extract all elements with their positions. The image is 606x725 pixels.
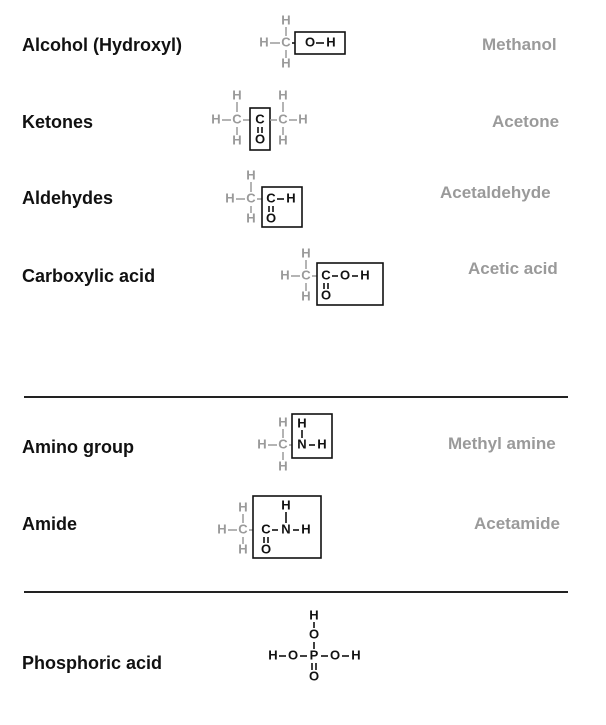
label-amino-group: Amino group [22, 437, 134, 457]
structure-acetaldehyde: H H C H C H O [225, 167, 303, 228]
label-carboxylic-acid: Carboxylic acid [22, 266, 156, 286]
atom-o: O [255, 131, 265, 146]
divider-bottom [24, 591, 568, 593]
atom-o: O [340, 267, 350, 282]
atom-h: H [246, 167, 255, 182]
atom-h: H [280, 267, 289, 282]
name-acetaldehyde: Acetaldehyde [440, 183, 551, 202]
atom-c: C [301, 267, 311, 282]
atom-h: H [232, 87, 241, 102]
atom-h: H [297, 415, 306, 430]
atom-c: C [255, 111, 265, 126]
atom-h: H [211, 111, 220, 126]
name-methyl-amine: Methyl amine [448, 434, 556, 453]
name-methanol: Methanol [482, 35, 557, 54]
atom-h: H [246, 210, 255, 225]
atom-h: H [317, 436, 326, 451]
atom-h: H [225, 190, 234, 205]
atom-h: H [278, 87, 287, 102]
structure-acetone: H H C H C O H C H H [211, 87, 308, 151]
label-aldehydes: Aldehydes [22, 188, 114, 208]
atom-h: H [257, 436, 266, 451]
atom-c: C [281, 34, 291, 49]
atom-c: C [238, 521, 248, 536]
atom-o: O [309, 626, 319, 641]
atom-o: O [330, 647, 340, 662]
name-acetone: Acetone [492, 112, 560, 131]
atom-o: O [321, 287, 331, 302]
atom-h: H [309, 607, 318, 622]
label-alcohol: Alcohol (Hydroxyl) [22, 35, 183, 55]
functional-group-box [294, 31, 346, 55]
atom-h: H [217, 521, 226, 536]
atom-p: P [310, 647, 319, 662]
atom-o: O [305, 34, 315, 49]
atom-h: H [232, 132, 241, 147]
structure-methyl-amine: H H C H H N H [257, 413, 333, 473]
structure-acetic-acid: H H C H C O H O [280, 245, 384, 306]
atom-c: C [321, 267, 331, 282]
atom-c: C [278, 111, 288, 126]
label-amide: Amide [22, 514, 78, 534]
structure-methanol: H H C H O H [259, 12, 346, 70]
name-acetamide: Acetamide [474, 514, 560, 533]
atom-h: H [238, 541, 247, 556]
atom-c: C [261, 521, 271, 536]
functional-group-box [252, 495, 322, 559]
atom-h: H [301, 245, 310, 260]
atom-h: H [326, 34, 335, 49]
functional-group-box [249, 107, 271, 151]
atom-h: H [278, 414, 287, 429]
atom-h: H [278, 132, 287, 147]
name-acetic-acid: Acetic acid [468, 259, 558, 278]
atom-h-bottom: H [281, 55, 290, 70]
atom-h: H [281, 497, 290, 512]
atom-c: C [232, 111, 242, 126]
atom-n: N [297, 436, 306, 451]
atom-h: H [301, 521, 310, 536]
functional-group-box [291, 413, 333, 459]
atom-o: O [309, 668, 319, 683]
atom-h-left: H [259, 34, 268, 49]
atom-o: O [266, 210, 276, 225]
atom-h: H [351, 647, 360, 662]
atom-o: O [288, 647, 298, 662]
atom-n: N [281, 521, 290, 536]
label-ketones: Ketones [22, 112, 94, 132]
atom-h: H [360, 267, 369, 282]
atom-h-top: H [281, 12, 290, 27]
label-phosphoric-acid: Phosphoric acid [22, 653, 163, 673]
atom-h: H [301, 288, 310, 303]
structure-acetamide: H H C H C H N H O [217, 495, 322, 559]
structure-phosphoric-acid: H O H O P O H O [268, 607, 360, 683]
atom-h: H [298, 111, 307, 126]
atom-c: C [266, 190, 276, 205]
atom-h: H [268, 647, 277, 662]
functional-group-box [316, 262, 384, 306]
atom-h: H [278, 458, 287, 473]
atom-c: C [278, 436, 288, 451]
functional-group-box [261, 186, 303, 228]
atom-h: H [286, 190, 295, 205]
atom-c: C [246, 190, 256, 205]
atom-h: H [238, 499, 247, 514]
atom-o: O [261, 541, 271, 556]
divider-top [24, 396, 568, 398]
